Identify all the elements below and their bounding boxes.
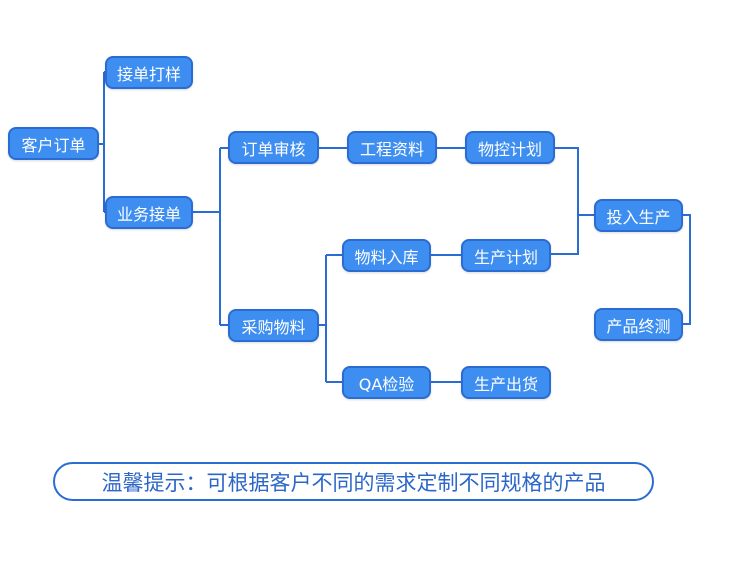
node-engineering-data: 工程资料 [347,131,437,164]
connector [98,71,106,213]
node-purchase-materials: 采购物料 [228,309,319,342]
connector [192,147,229,326]
tip-banner: 温馨提示：可根据客户不同的需求定制不同规格的产品 [53,462,654,501]
node-customer-order: 客户订单 [8,127,99,160]
node-sampling: 接单打样 [105,56,193,89]
node-qa-inspection: QA检验 [342,366,431,399]
connector [318,254,343,383]
connector [682,214,691,325]
node-material-warehousing: 物料入库 [342,239,431,272]
node-production-plan: 生产计划 [461,239,551,272]
node-shipment: 生产出货 [461,366,551,399]
node-order-review: 订单审核 [228,131,319,164]
node-material-control-plan: 物控计划 [465,131,555,164]
node-start-production: 投入生产 [594,199,683,232]
connector [550,147,595,255]
node-business-order: 业务接单 [105,196,193,229]
connector [430,254,462,383]
node-final-test: 产品终测 [594,308,683,341]
